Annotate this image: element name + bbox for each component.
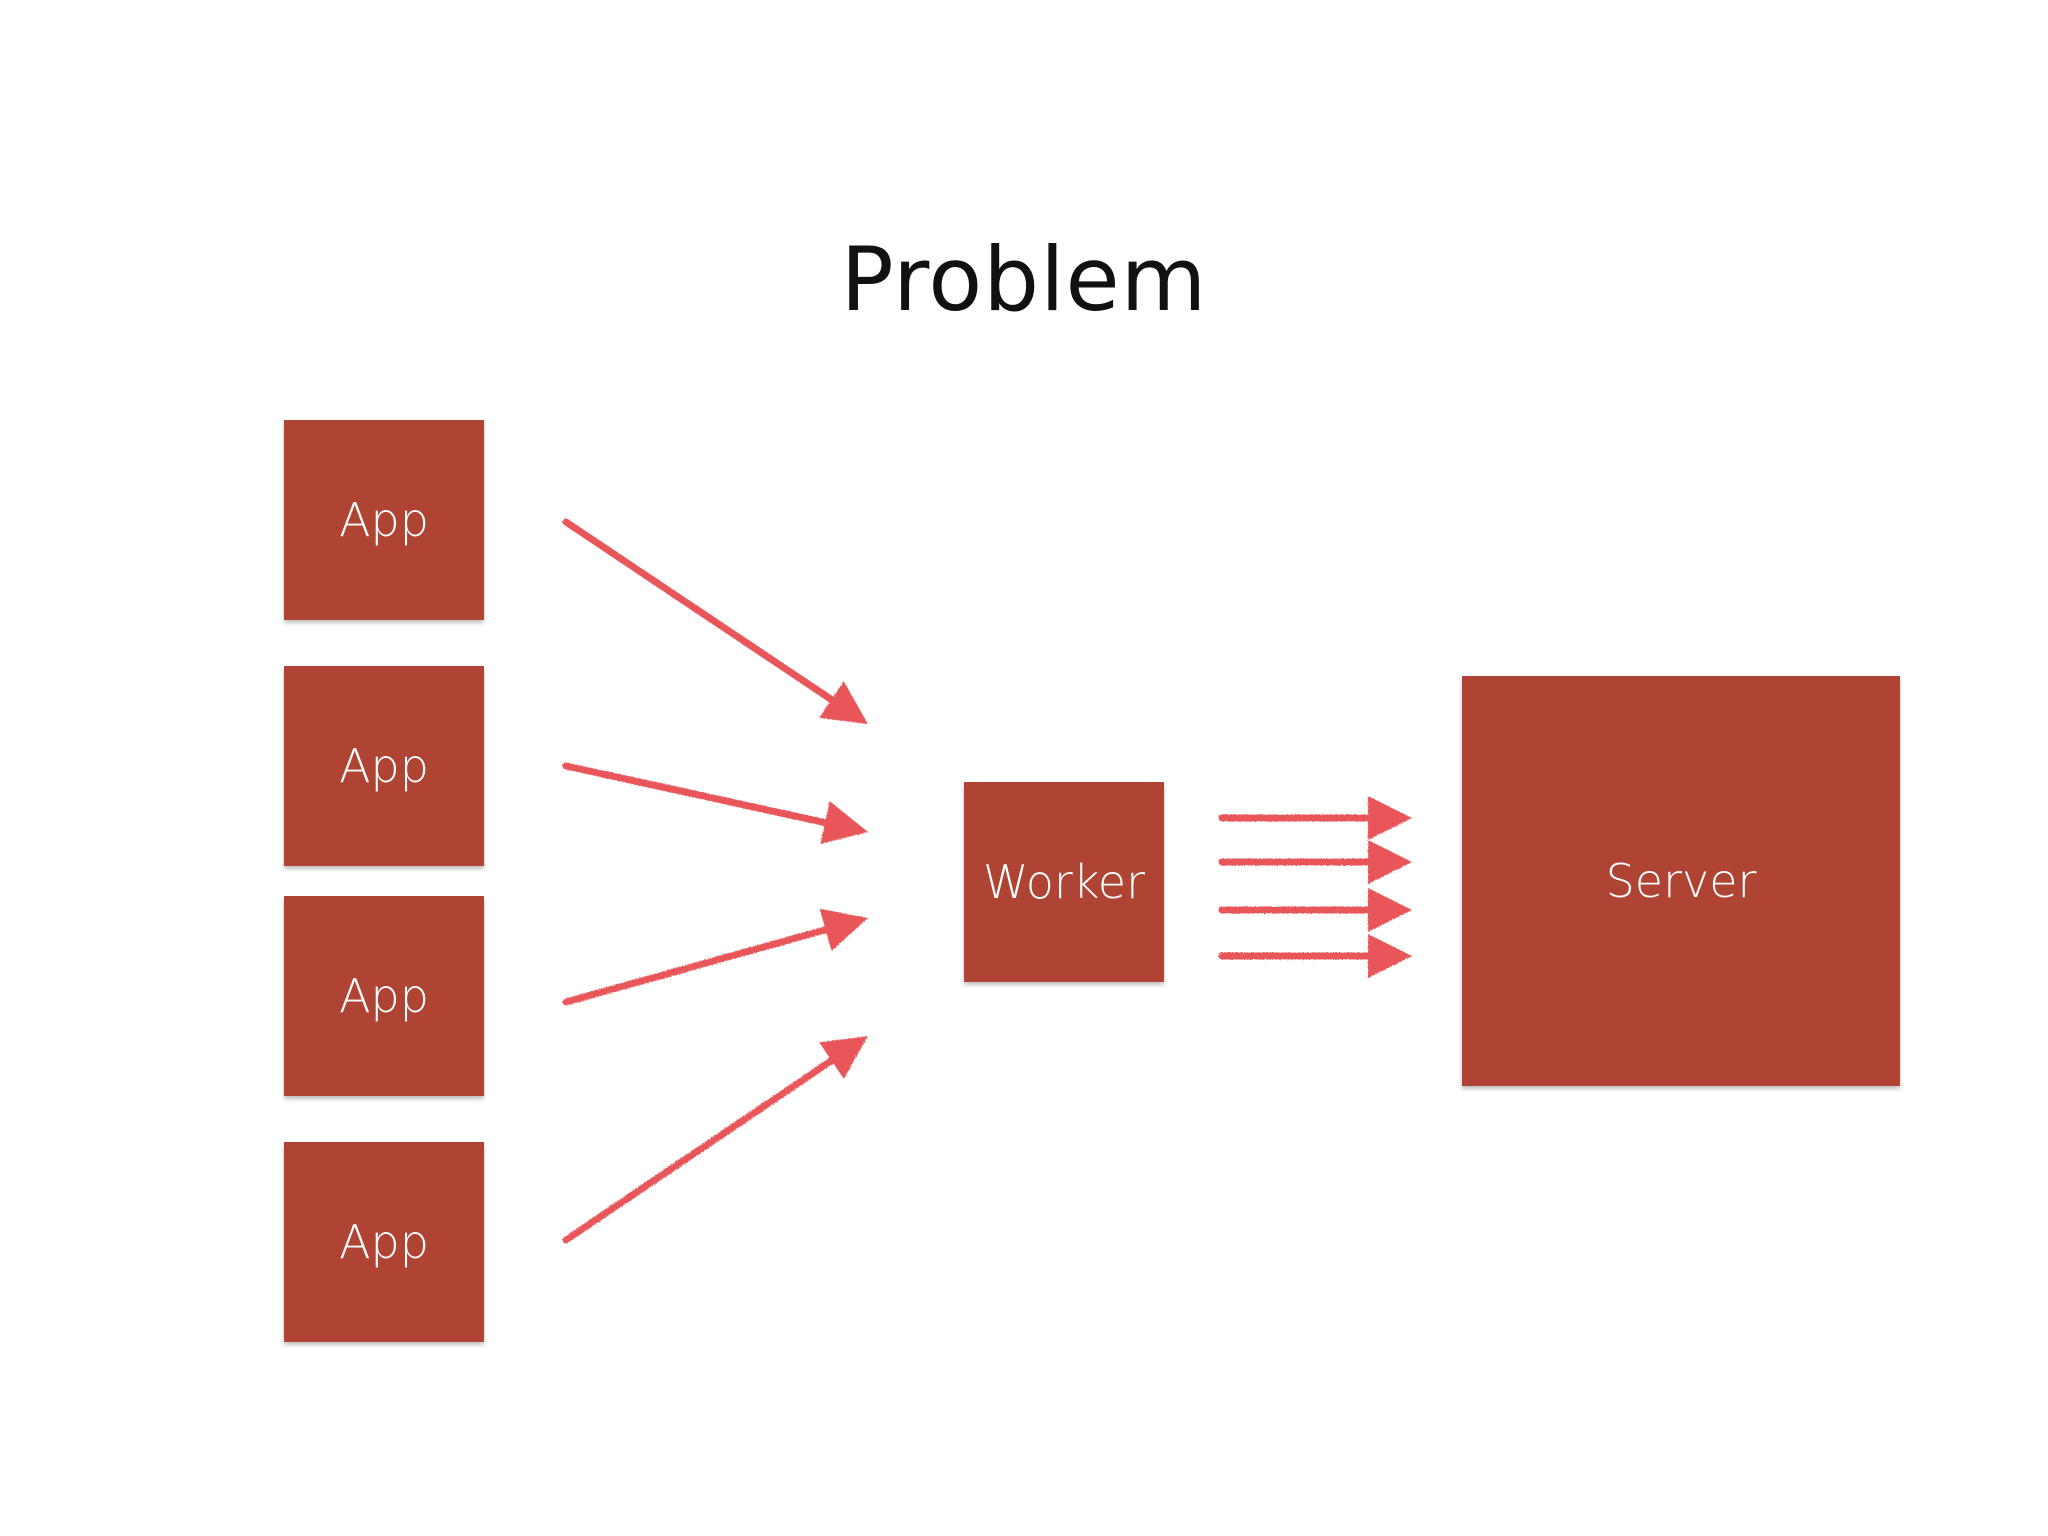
arrow-app1-to-worker [562, 518, 868, 724]
worker-box: Worker [964, 782, 1164, 982]
arrow-head-icon [1368, 934, 1412, 978]
server-box: Server [1462, 676, 1900, 1086]
arrow-head-icon [819, 1036, 868, 1079]
arrow-worker-to-server [1218, 934, 1412, 978]
arrow-shaft [562, 926, 830, 1006]
arrow-head-icon [819, 908, 868, 951]
arrow-head-icon [819, 681, 868, 724]
server-label: Server [1605, 854, 1757, 908]
arrow-app4-to-worker [562, 1036, 868, 1244]
arrow-head-icon [820, 801, 868, 845]
arrow-shaft [562, 762, 829, 827]
arrow-head-icon [1368, 796, 1412, 840]
arrow-worker-to-server [1218, 888, 1412, 932]
app-box: App [284, 420, 484, 620]
arrow-worker-to-server [1218, 796, 1412, 840]
arrow-worker-to-server [1218, 840, 1412, 884]
arrow-app3-to-worker [562, 908, 868, 1006]
app-label: App [339, 739, 429, 793]
worker-label: Worker [982, 855, 1146, 909]
arrow-app2-to-worker [562, 762, 868, 845]
app-label: App [339, 1215, 429, 1269]
app-label: App [339, 493, 429, 547]
arrow-head-icon [1368, 840, 1412, 884]
arrow-shaft [562, 1057, 836, 1244]
app-label: App [339, 969, 429, 1023]
app-box: App [284, 1142, 484, 1342]
arrow-head-icon [1368, 888, 1412, 932]
app-box: App [284, 666, 484, 866]
slide-title: Problem [840, 228, 1208, 331]
arrow-shaft [562, 518, 835, 704]
app-box: App [284, 896, 484, 1096]
